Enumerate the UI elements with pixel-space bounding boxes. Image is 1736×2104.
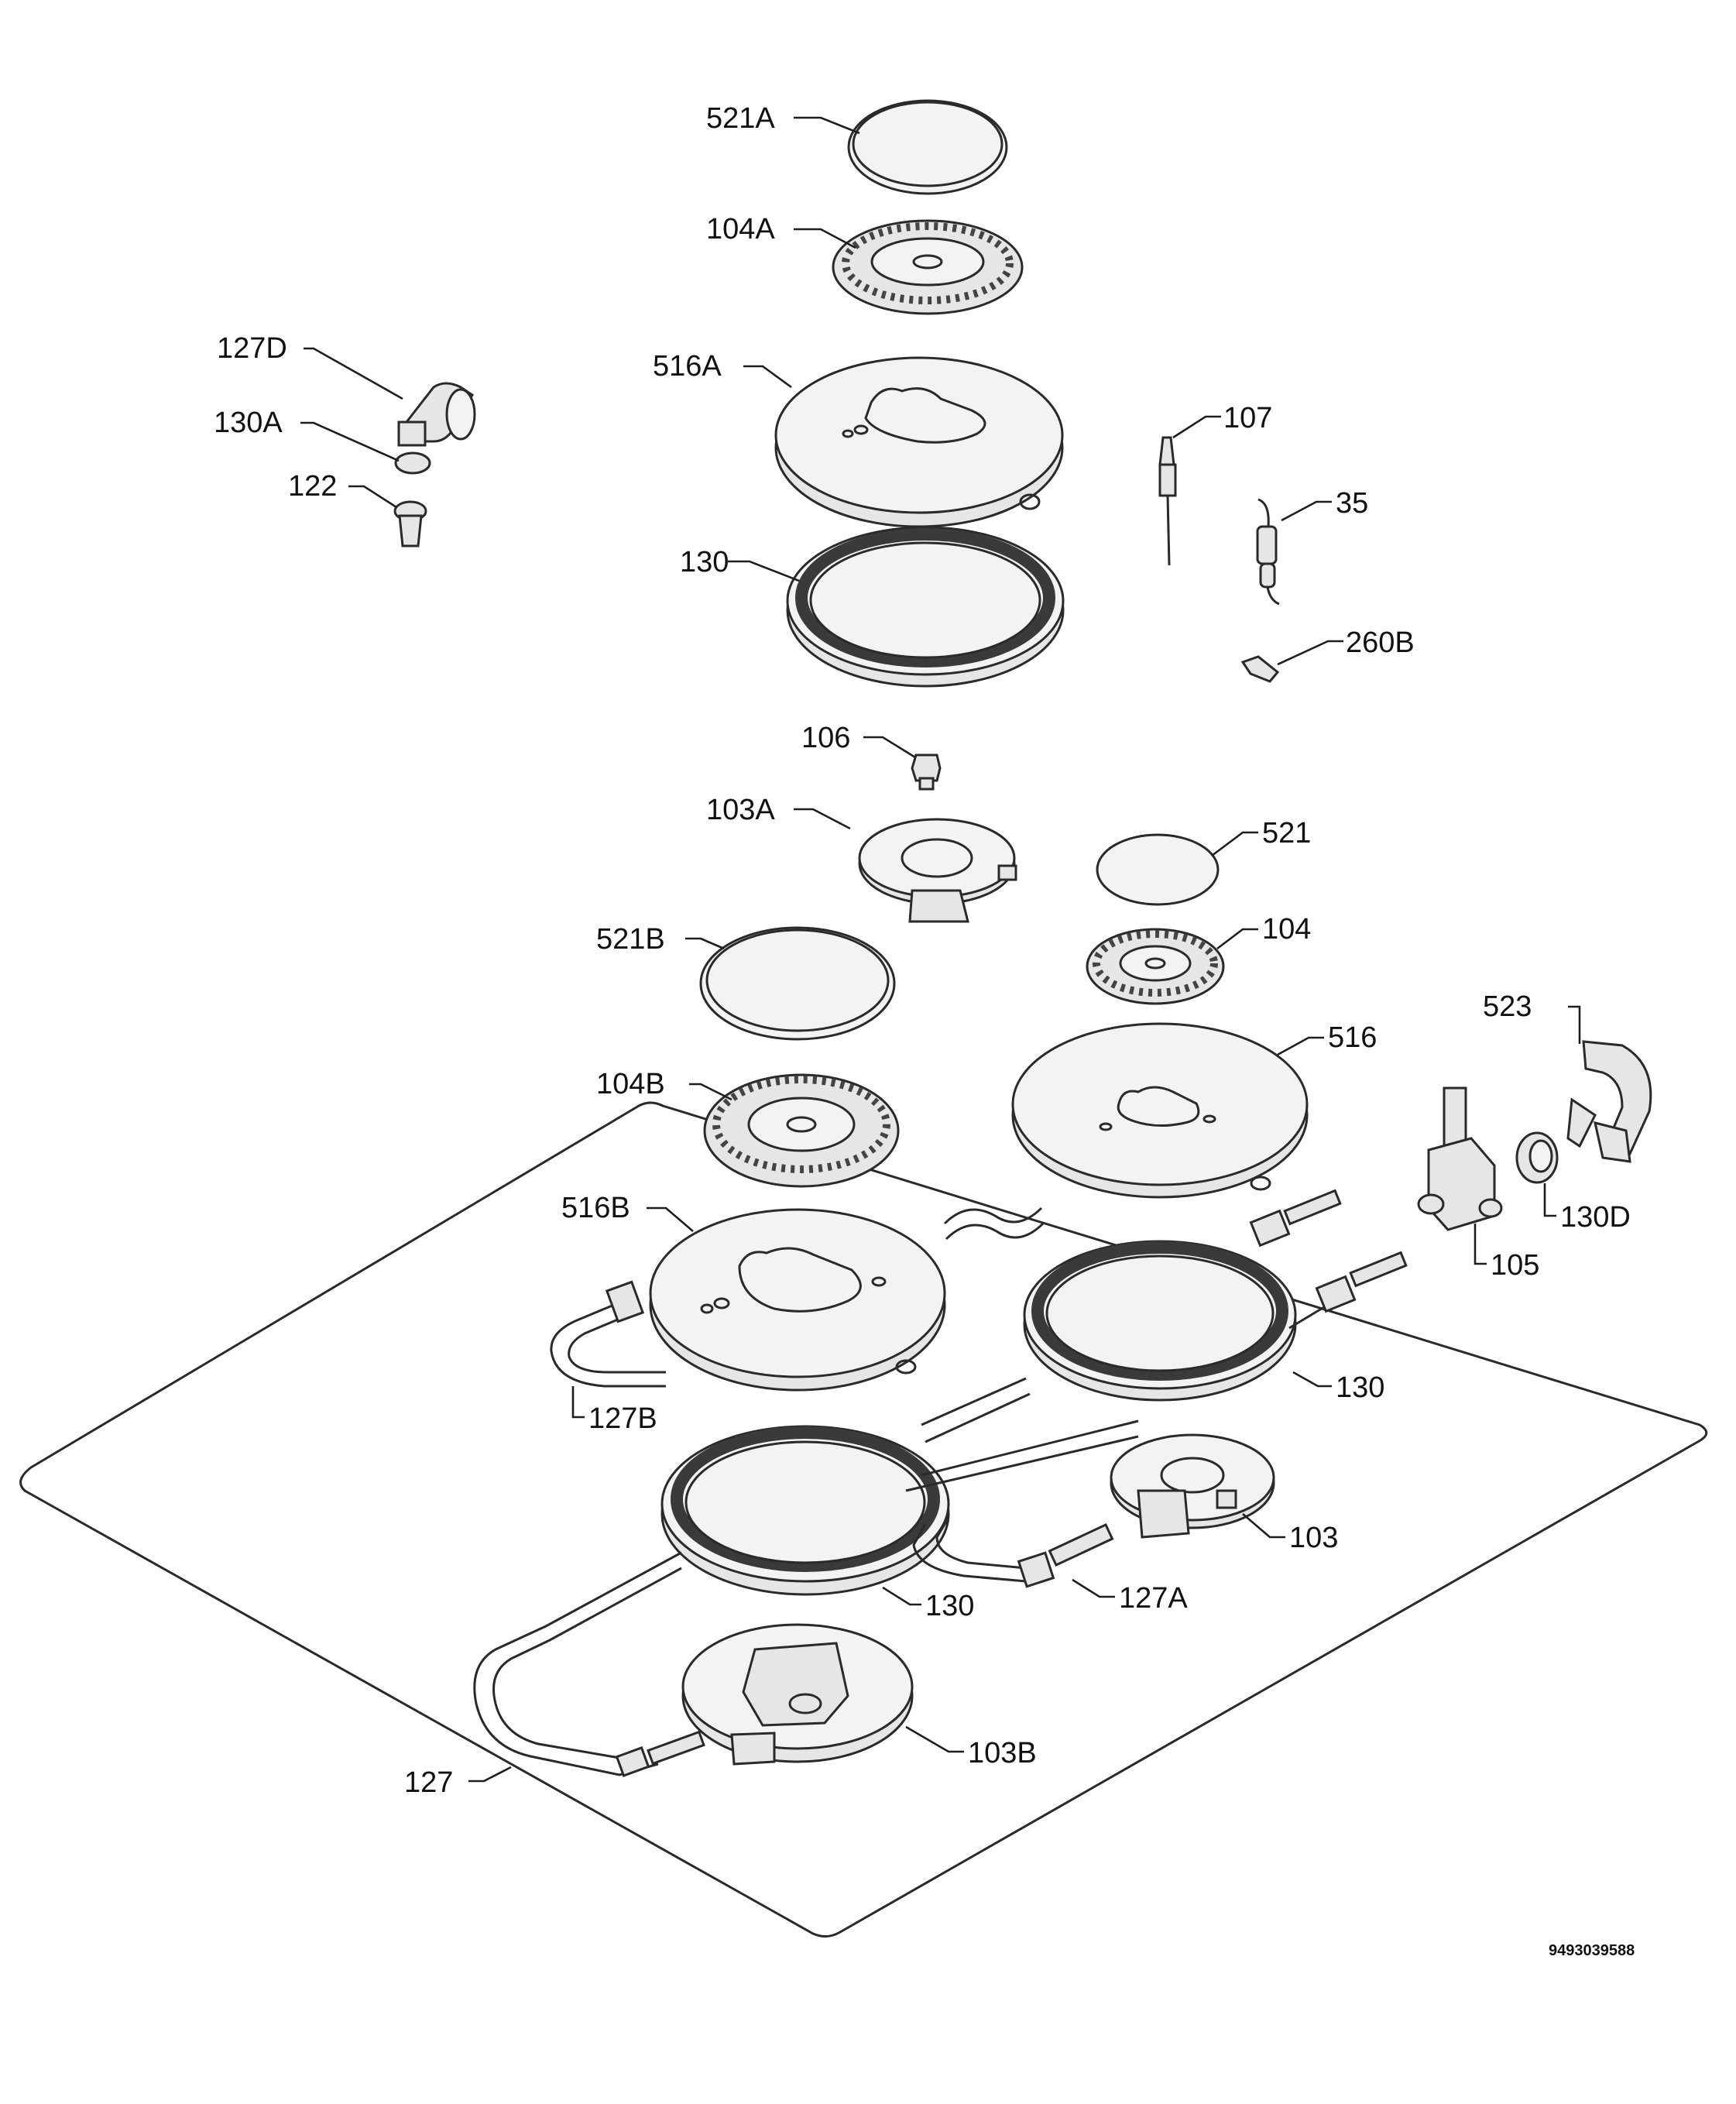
- callout-127a: 127A: [1119, 1582, 1188, 1615]
- callout-130-top: 130: [680, 546, 729, 578]
- callout-35: 35: [1336, 487, 1368, 520]
- plate-gap-wave-2: [945, 1222, 1045, 1241]
- callout-127: 127: [404, 1766, 453, 1799]
- burner-base-103b: [681, 1623, 914, 1766]
- gas-pipe-127: [473, 1551, 682, 1776]
- callout-130d: 130D: [1560, 1201, 1631, 1234]
- callout-521b: 521B: [596, 923, 665, 956]
- callout-523: 523: [1483, 990, 1532, 1023]
- callout-521a: 521A: [706, 102, 775, 135]
- burner-ring-130-top: [786, 526, 1065, 688]
- burner-plate-516a: [774, 356, 1064, 528]
- burner-cap-521b: [699, 926, 896, 1041]
- callout-127b: 127B: [588, 1402, 657, 1435]
- pipe-fitting-right-lower: [1315, 1251, 1408, 1313]
- callout-521: 521: [1262, 817, 1311, 849]
- elbow-connector-127d: [397, 382, 476, 447]
- gas-pipe-middle-rail: [921, 1377, 1027, 1426]
- callout-516: 516: [1328, 1021, 1377, 1054]
- callout-104b: 104B: [596, 1068, 665, 1100]
- flame-spreader-104b: [703, 1073, 900, 1188]
- gas-pipe-front-rail: [921, 1419, 1139, 1477]
- callout-516a: 516A: [653, 350, 722, 383]
- pipe-fitting-127: [615, 1730, 705, 1777]
- spark-electrode-35: [1256, 498, 1280, 606]
- washer-130a: [394, 451, 431, 475]
- callout-103: 103: [1289, 1522, 1338, 1554]
- callout-103a: 103A: [706, 794, 775, 826]
- callout-107: 107: [1223, 402, 1272, 434]
- leader-lines: [300, 116, 1581, 1783]
- callout-130a: 130A: [214, 407, 283, 439]
- gas-pipe-127a: [935, 1517, 1027, 1570]
- pipe-fitting-127a: [1017, 1523, 1114, 1588]
- burner-plate-516: [1011, 1022, 1309, 1199]
- pipe-fitting-right-upper: [1249, 1189, 1342, 1248]
- callout-130-right: 130: [1336, 1371, 1384, 1404]
- washer-130d: [1515, 1131, 1559, 1184]
- callout-106: 106: [801, 722, 850, 754]
- flame-spreader-104a: [832, 219, 1024, 315]
- callout-127d: 127D: [217, 332, 287, 365]
- bracket-523: [1566, 1040, 1652, 1163]
- callout-103b: 103B: [968, 1737, 1037, 1769]
- burner-ring-130-bottom: [660, 1425, 950, 1596]
- gas-pipe-front-rail-2: [905, 1435, 1139, 1492]
- gas-pipe-127b-inner: [568, 1313, 666, 1374]
- gas-pipe-right: [1288, 1306, 1325, 1330]
- thermocouple-107: [1158, 436, 1177, 566]
- callout-516b: 516B: [561, 1192, 630, 1224]
- gas-pipe-127b: [550, 1299, 666, 1388]
- burner-base-103: [1110, 1433, 1275, 1539]
- pipe-fitting-127b: [605, 1280, 645, 1323]
- burner-base-103a: [858, 818, 1017, 923]
- callout-130-bottom: 130: [925, 1590, 974, 1622]
- clip-260b: [1240, 655, 1280, 683]
- burner-ring-130-right: [1023, 1240, 1297, 1402]
- callout-104: 104: [1262, 913, 1311, 946]
- callout-105: 105: [1491, 1249, 1539, 1282]
- gas-pipe-middle-rail-2: [925, 1392, 1031, 1443]
- gas-valve-105: [1417, 1086, 1503, 1231]
- plate-gap-wave: [943, 1206, 1043, 1225]
- burner-plate-516b: [649, 1208, 946, 1392]
- flame-spreader-104: [1086, 928, 1225, 1005]
- gas-pipe-127-inner: [492, 1567, 682, 1759]
- callout-122: 122: [288, 470, 337, 503]
- callout-104a: 104A: [706, 213, 775, 245]
- callout-260b: 260B: [1346, 626, 1415, 659]
- injector-106: [911, 753, 942, 791]
- burner-cap-521: [1096, 833, 1220, 906]
- diagram-code: 9493039588: [1549, 1942, 1635, 1959]
- gas-pipe-127a-inner: [912, 1523, 1027, 1583]
- burner-cap-521a: [847, 99, 1008, 195]
- nozzle-122: [393, 500, 427, 547]
